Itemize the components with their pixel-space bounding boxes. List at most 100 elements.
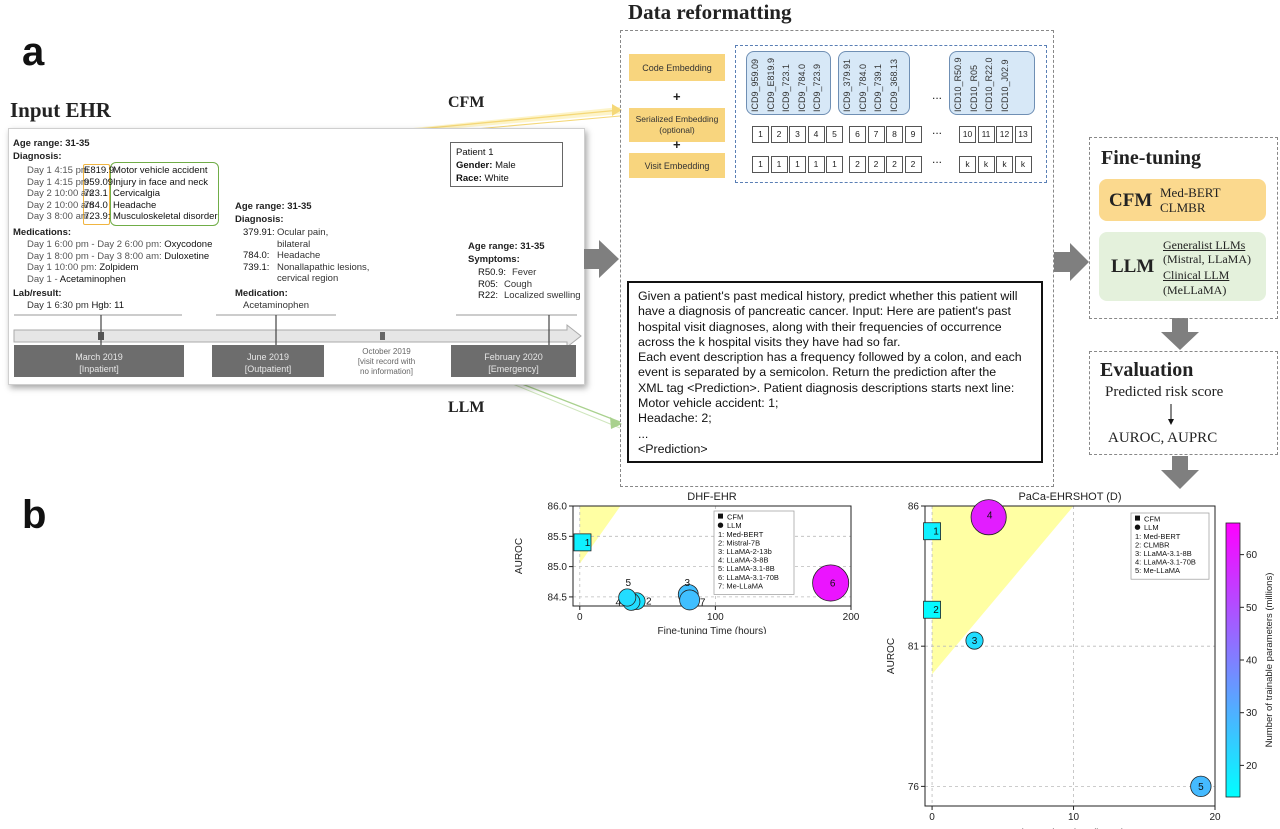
embedding-cell: 7 — [867, 126, 885, 143]
v2-diag-code: 379.91: — [243, 227, 275, 238]
plot-border — [924, 505, 1216, 807]
embedding-cell: 12 — [996, 126, 1013, 143]
embedding-cell: k — [959, 156, 976, 173]
prompt-line: hospital visit diagnoses, along with the… — [638, 319, 1002, 334]
v1-diag-desc: Headache — [113, 199, 157, 211]
colorbar-tick-label: 40 — [1246, 656, 1258, 667]
evaluation-box — [1089, 351, 1278, 455]
embedding-cell: 13 — [1014, 126, 1032, 143]
embedding-cell: 2 — [904, 156, 922, 173]
llm-point — [679, 589, 701, 611]
prompt-line: XML tag <Prediction>. Patient diagnosis … — [638, 380, 1015, 395]
v3-sym-code: R50.9: — [478, 267, 506, 278]
v1-med-row: Day 1 10:00 pm: Zolpidem — [27, 262, 139, 274]
ehr-record-card: Age range: 31-35 Diagnosis: Medications:… — [8, 128, 585, 385]
data-reformatting-box — [620, 30, 1054, 487]
legend-entry: 1: Med-BERT — [1135, 532, 1181, 541]
v1-diag-time: Day 1 4:15 pm — [27, 165, 89, 176]
embedding-cell: 4 — [807, 126, 825, 143]
embedding-cell: 1 — [752, 156, 769, 173]
llm-arrow-label: LLM — [448, 399, 485, 416]
llm-models-box: LLM Generalist LLMs (Mistral, LLaMA) Cli… — [1099, 232, 1266, 301]
prompt-line: Each event description has a frequency f… — [638, 350, 1022, 365]
patient-race: Race: White — [456, 173, 509, 184]
data-reformatting-title: Data reformatting — [628, 0, 792, 24]
x-tick-label: 200 — [843, 612, 860, 623]
v3-sym-desc: Fever — [512, 267, 537, 278]
v1-diagnosis-heading: Diagnosis: — [13, 151, 62, 162]
embedding-cell: 1 — [752, 126, 769, 143]
legend-entry: 3: LLaMA-2-13b — [718, 547, 772, 556]
point-label: 3 — [684, 578, 690, 589]
x-tick-label: 100 — [707, 612, 724, 623]
embedding-cell: 1 — [789, 156, 806, 173]
v1-med-row: Day 1 8:00 pm - Day 3 8:00 am: Duloxetin… — [27, 250, 210, 262]
plus-2: + — [673, 137, 681, 152]
evaluation-title: Evaluation — [1100, 359, 1194, 381]
llm-prompt-box: Given a patient's past medical history, … — [627, 281, 1043, 463]
plot-frame — [572, 505, 852, 607]
v1-code-highlight — [83, 164, 110, 225]
cfm-arrow-label: CFM — [448, 94, 485, 111]
timeline — [13, 314, 582, 349]
colorbar — [1225, 522, 1241, 798]
point-label: 7 — [700, 597, 706, 608]
v2-diagnosis-heading: Diagnosis: — [235, 214, 284, 225]
patient-title: Patient 1 — [456, 147, 494, 158]
colorbar-tick-label: 60 — [1246, 550, 1258, 561]
prompt-line: Motor vehicle accident: 1; — [638, 396, 779, 411]
v1-diag-time: Day 3 8:00 am — [27, 211, 89, 223]
embedding-cell: 1 — [770, 156, 788, 173]
embedding-cell: 8 — [886, 126, 903, 143]
point-label: 3 — [972, 636, 978, 647]
v3-age: Age range: 31-35 — [468, 241, 545, 252]
v3-sym-desc: Localized swelling — [504, 290, 581, 302]
colorbar-tick-label: 50 — [1246, 603, 1258, 614]
prompt-line: Headache: 2; — [638, 411, 712, 426]
patient-info-box: Patient 1 Gender: Male Race: White — [450, 142, 563, 187]
patient-gender: Gender: Male — [456, 160, 516, 171]
prompt-line: across the k hospital visits they have h… — [638, 334, 901, 349]
dots-3: ... — [932, 152, 943, 166]
embedding-cell: k — [1014, 156, 1032, 173]
point-label: 6 — [830, 578, 836, 589]
legend-entry: 2: CLMBR — [1135, 540, 1170, 549]
legend-box — [713, 510, 795, 595]
highlight-region — [579, 506, 621, 564]
code-embedding-label: Code Embedding — [629, 54, 725, 81]
y-axis-label: AUROC — [514, 538, 525, 574]
legend-entry: 1: Med-BERT — [718, 530, 764, 539]
colorbar-label: Number of trainable parameters (millions… — [1264, 573, 1275, 748]
legend-entry: 4: LLaMA-3.1-70B — [1135, 558, 1196, 567]
x-tick-label: 0 — [577, 612, 583, 623]
embedding-cell: 9 — [904, 126, 922, 143]
v2-diag-code: 739.1: — [243, 261, 270, 273]
v2-diag-desc: cervical region — [277, 273, 339, 285]
panel-letter-b: b — [22, 493, 47, 537]
legend-entry: 4: LLaMA-3-8B — [718, 556, 768, 565]
v1-diag-code: 784.0 — [84, 199, 108, 211]
embedding-grid-box — [735, 45, 1047, 183]
y-tick-label: 84.5 — [548, 592, 568, 603]
point-label: 2 — [933, 605, 939, 616]
plus-1: + — [673, 89, 681, 104]
legend-circle-marker — [717, 522, 724, 528]
v1-diag-desc: Motor vehicle accident — [113, 165, 208, 176]
cfm-heading: CFM — [1109, 190, 1153, 211]
v2-diag-desc: Headache — [277, 250, 321, 262]
point-label: 5 — [625, 578, 631, 589]
dots-1: ... — [932, 88, 943, 102]
v2-diag-desc: Nonallapathic lesions, — [277, 261, 370, 273]
llm-heading: LLM — [1111, 256, 1155, 277]
llm-point — [1190, 775, 1212, 798]
plot-border — [572, 505, 852, 607]
v1-diag-desc: Injury in face and neck — [113, 176, 209, 188]
y-tick-label: 85.0 — [548, 562, 568, 573]
highlight-region — [932, 506, 1074, 675]
v2-medication-heading: Medication: — [235, 288, 288, 299]
v1-med-row: Day 1 - Acetaminophen — [27, 273, 126, 285]
v1-age: Age range: 31-35 — [13, 138, 90, 149]
prompt-line: ... — [638, 426, 649, 441]
